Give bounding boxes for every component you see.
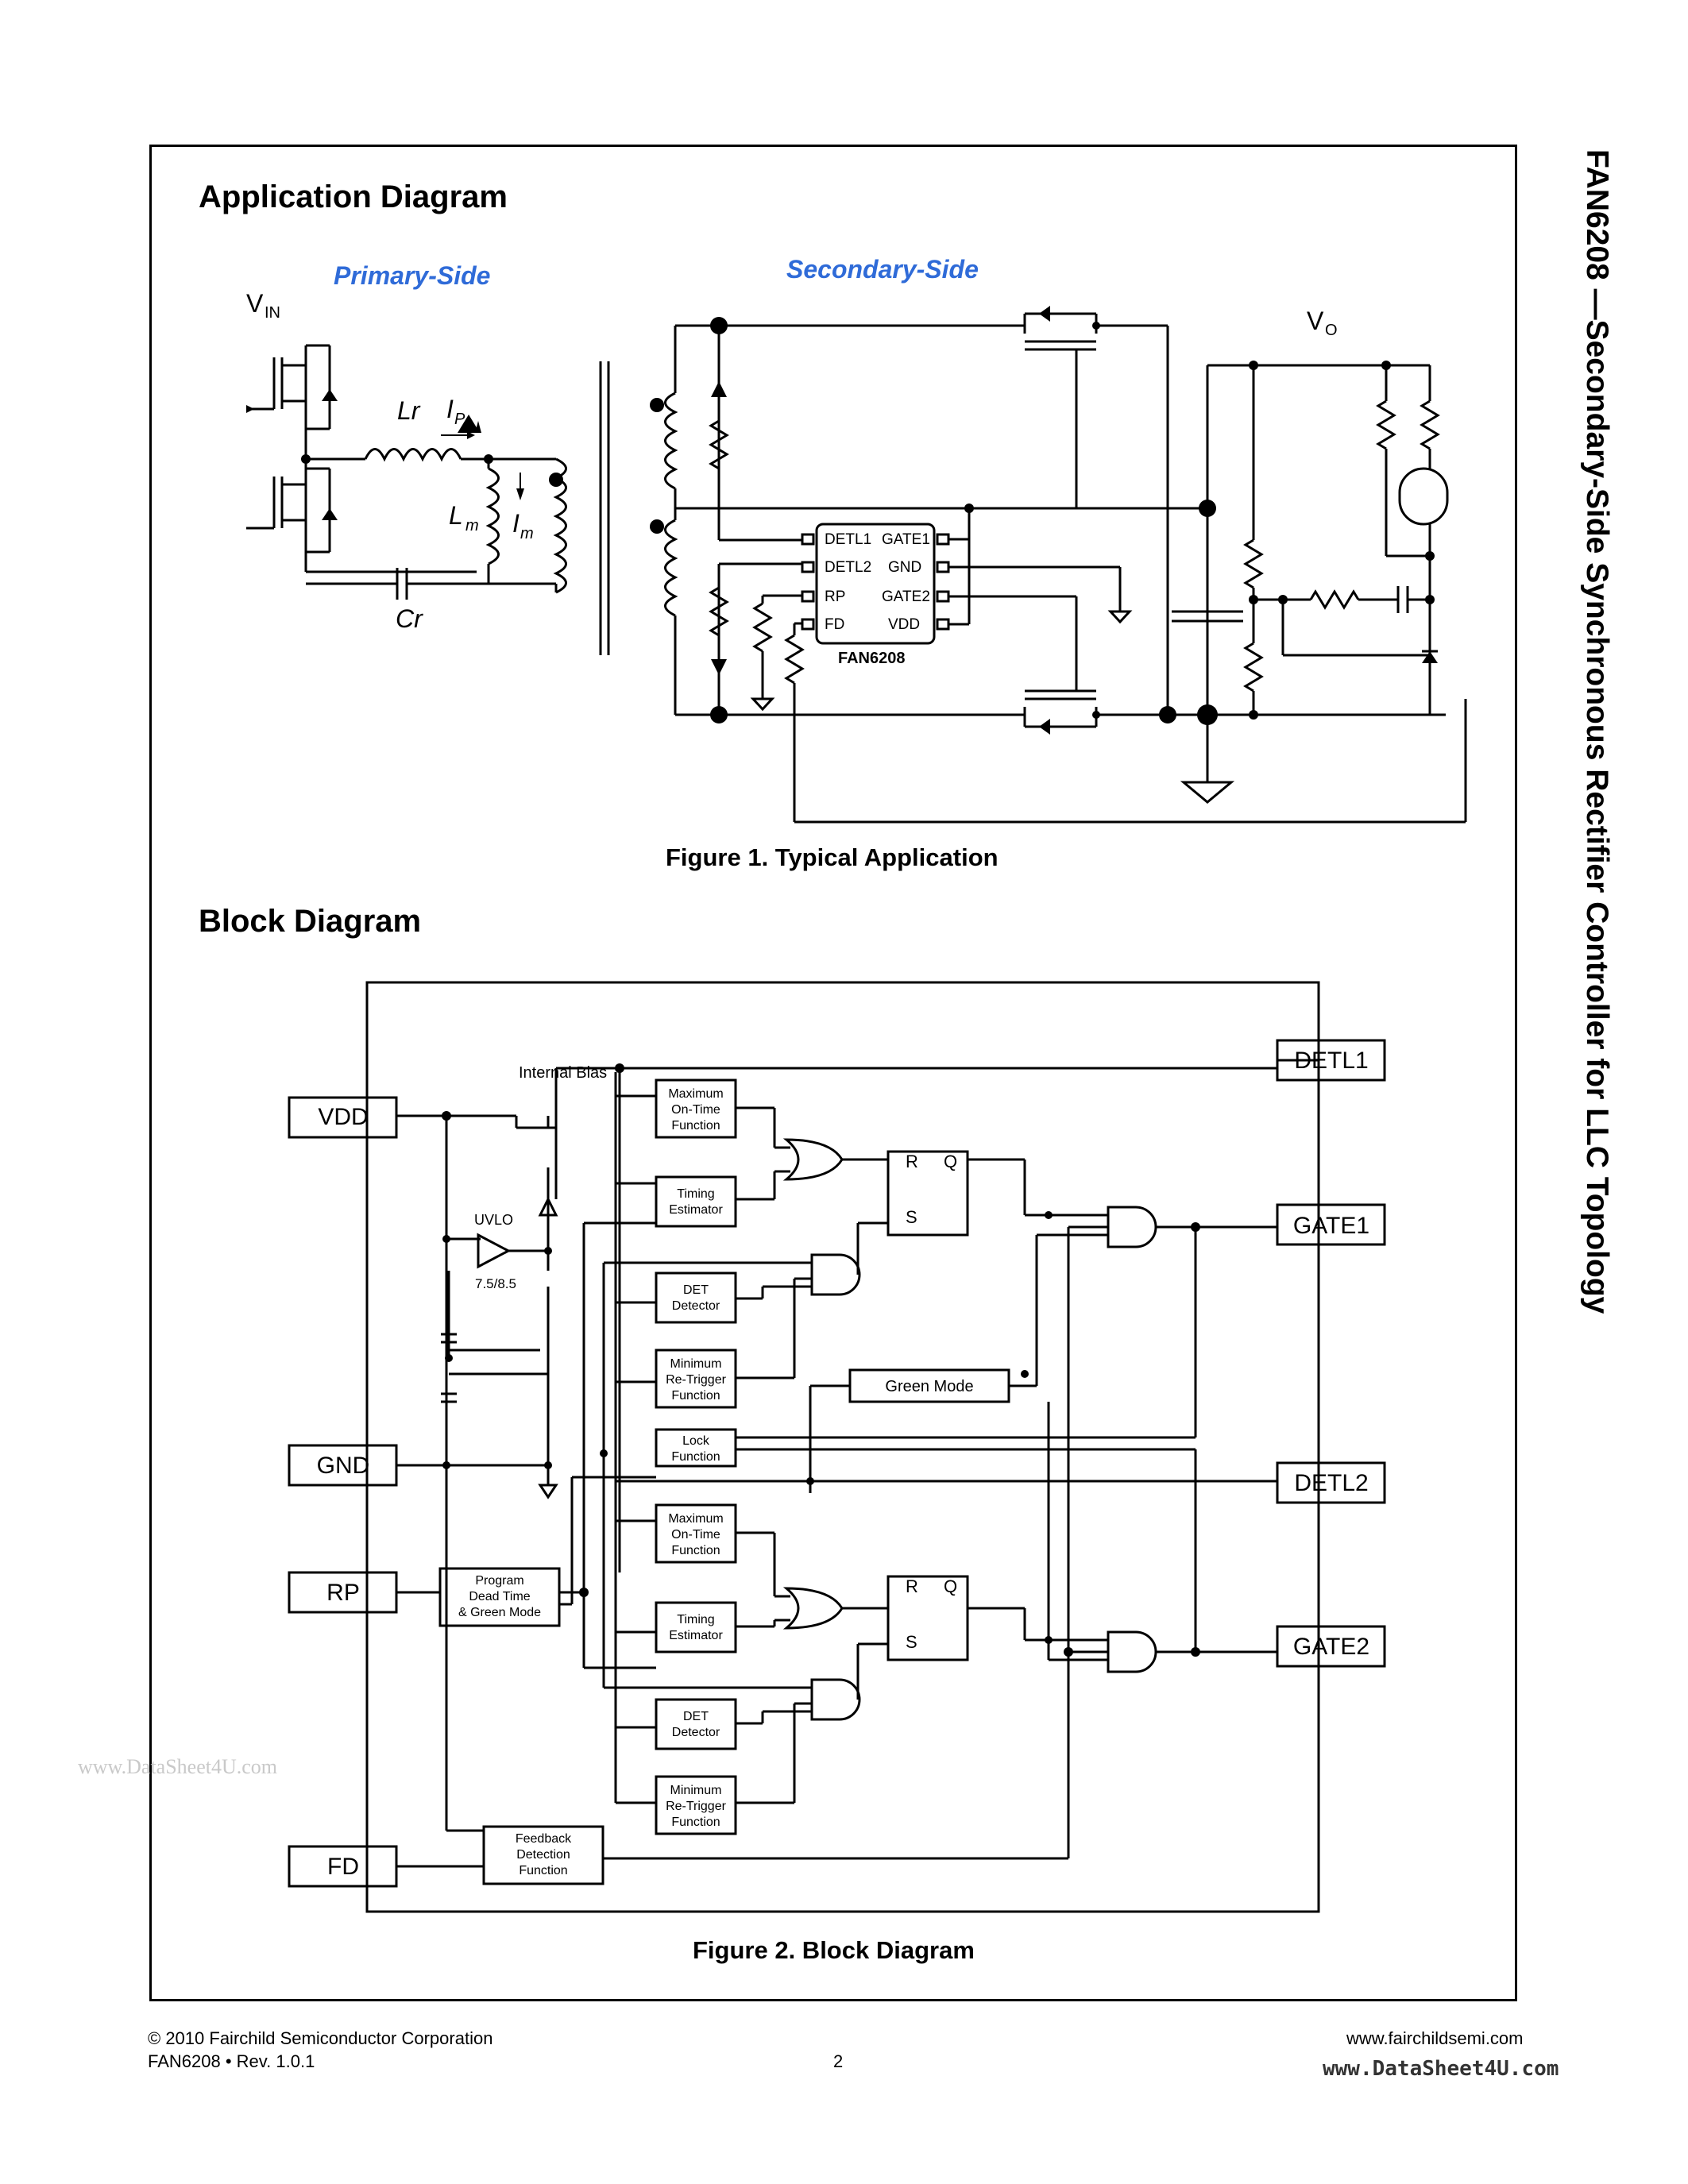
- pin-gate1: GATE1: [1293, 1213, 1369, 1239]
- feedback-line1: Feedback: [516, 1832, 572, 1846]
- figure-2-caption: Figure 2. Block Diagram: [693, 1936, 975, 1964]
- pin-fd: FD: [327, 1854, 359, 1880]
- page-frame: [149, 145, 1517, 2001]
- max-on2-line1: Maximum: [668, 1512, 723, 1526]
- feedback-line3: Function: [519, 1864, 567, 1877]
- min-retrig-line2: Re-Trigger: [666, 1373, 727, 1387]
- sr2-s: S: [906, 1632, 917, 1652]
- green-mode-label: Green Mode: [885, 1378, 973, 1395]
- part-revision: FAN6208 • Rev. 1.0.1: [148, 2051, 315, 2071]
- im-label: I: [512, 509, 520, 538]
- ic-pin-vdd: VDD: [888, 616, 920, 633]
- max-on2-line3: Function: [671, 1544, 720, 1557]
- feedback-line2: Detection: [516, 1848, 570, 1862]
- pin-detl1: DETL1: [1294, 1048, 1368, 1074]
- min-retrig-line1: Minimum: [670, 1357, 722, 1371]
- lock-line2: Function: [671, 1450, 720, 1464]
- watermark-left: www.DataSheet4U.com: [78, 1755, 278, 1778]
- lm-subscript: m: [465, 517, 479, 534]
- min-retrig2-line3: Function: [671, 1815, 720, 1829]
- program-line3: & Green Mode: [458, 1606, 541, 1619]
- sr1-s: S: [906, 1207, 917, 1227]
- secondary-side-label: Secondary-Side: [786, 255, 979, 284]
- timing-line1: Timing: [677, 1187, 714, 1201]
- min-retrig2-line2: Re-Trigger: [666, 1800, 727, 1813]
- block-diagram-heading: Block Diagram: [199, 904, 422, 939]
- ip-subscript: P: [454, 411, 465, 428]
- lock-line1: Lock: [682, 1434, 710, 1448]
- uvlo-threshold: 7.5/8.5: [475, 1276, 516, 1291]
- ic-pin-gnd: GND: [888, 559, 921, 576]
- ic-pin-rp: RP: [825, 588, 845, 605]
- sr1-r: R: [906, 1152, 918, 1171]
- ic-name: FAN6208: [838, 650, 906, 667]
- cr-label: Cr: [396, 604, 423, 633]
- primary-side-label: Primary-Side: [334, 261, 490, 290]
- program-line2: Dead Time: [469, 1590, 530, 1603]
- pin-gate2: GATE2: [1293, 1634, 1369, 1660]
- det-line1: DET: [683, 1283, 709, 1297]
- vo-subscript: O: [1325, 322, 1338, 339]
- ic-pin-detl1: DETL1: [825, 531, 871, 548]
- timing2-line2: Estimator: [669, 1629, 723, 1642]
- ic-pin-detl2: DETL2: [825, 559, 871, 576]
- ic-pin-gate1: GATE1: [882, 531, 930, 548]
- lr-label: Lr: [397, 396, 421, 425]
- sr2-q: Q: [944, 1576, 957, 1596]
- max-on-line3: Function: [671, 1119, 720, 1133]
- footer-url[interactable]: www.fairchildsemi.com: [1346, 2028, 1524, 2048]
- uvlo-label: UVLO: [474, 1212, 513, 1228]
- timing-line2: Estimator: [669, 1203, 723, 1217]
- sr1-q: Q: [944, 1152, 957, 1171]
- vo-label: V: [1307, 307, 1324, 335]
- sr2-r: R: [906, 1576, 918, 1596]
- page-number: 2: [833, 2051, 844, 2071]
- timing2-line1: Timing: [677, 1613, 714, 1626]
- max-on-line2: On-Time: [671, 1103, 720, 1117]
- min-retrig-line3: Function: [671, 1389, 720, 1403]
- vin-subscript: IN: [265, 304, 280, 322]
- det-line2: Detector: [672, 1299, 720, 1313]
- min-retrig2-line1: Minimum: [670, 1784, 722, 1797]
- ic-pin-fd: FD: [825, 616, 844, 633]
- pin-gnd: GND: [317, 1453, 370, 1479]
- vin-label: V: [246, 289, 264, 318]
- watermark-bottom: www.DataSheet4U.com: [1323, 2057, 1559, 2081]
- block-diagram: VDD GND RP FD DETL1 GATE1 DETL2 GATE2 In…: [288, 981, 1386, 1913]
- im-subscript: m: [520, 525, 534, 542]
- pin-vdd: VDD: [318, 1104, 368, 1130]
- max-on-line1: Maximum: [668, 1087, 723, 1101]
- program-line1: Program: [475, 1574, 523, 1588]
- ic-pin-gate2: GATE2: [882, 588, 930, 605]
- application-diagram: Primary-Side Secondary-Side V IN V O Lr …: [246, 255, 1467, 824]
- copyright: © 2010 Fairchild Semiconductor Corporati…: [148, 2028, 493, 2048]
- figure-1-caption: Figure 1. Typical Application: [666, 843, 999, 871]
- lm-label: L: [449, 501, 463, 530]
- ip-label: I: [446, 395, 454, 423]
- det2-line1: DET: [683, 1710, 709, 1723]
- pin-detl2: DETL2: [1294, 1470, 1368, 1496]
- det2-line2: Detector: [672, 1726, 720, 1739]
- max-on2-line2: On-Time: [671, 1528, 720, 1542]
- application-diagram-heading: Application Diagram: [199, 179, 508, 214]
- pin-rp: RP: [326, 1580, 360, 1606]
- internal-bias-label: Internal Bias: [519, 1064, 607, 1082]
